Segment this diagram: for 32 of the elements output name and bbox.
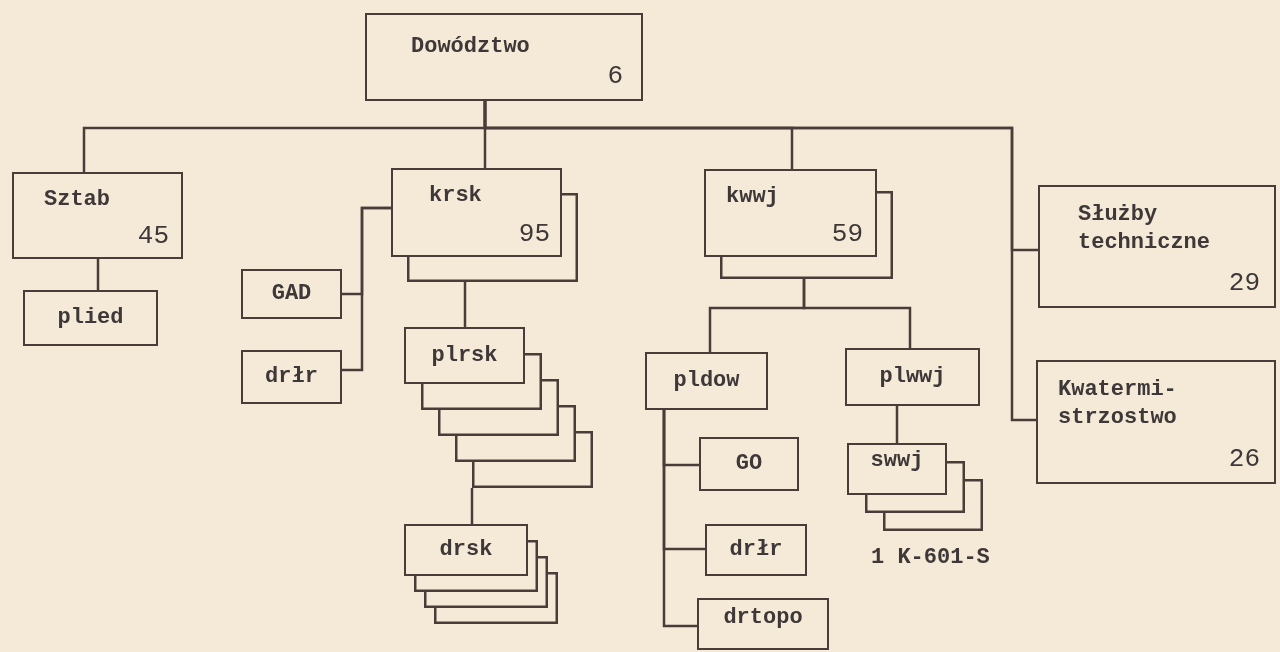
unit-name: krsk: [429, 182, 483, 210]
unit-strength: 59: [831, 220, 863, 249]
unit-name: plrsk: [431, 341, 498, 370]
unit-name: swwj: [870, 447, 924, 475]
unit-name: Dowództwo: [411, 33, 531, 61]
unit-name: plwwj: [879, 363, 946, 391]
unit-name: pldow: [673, 367, 740, 395]
unit-name: GAD: [271, 280, 312, 308]
unit-strength: 45: [137, 222, 169, 251]
unit-name: drtopo: [723, 604, 803, 632]
unit-name: drsk: [439, 536, 493, 564]
unit-strength: 6: [607, 62, 623, 91]
connector-line: [96, 259, 100, 290]
connector-line: [895, 406, 899, 443]
connector-line: [662, 410, 697, 628]
unit-name: drłr: [265, 363, 318, 391]
unit-name: Kwatermi-strzostwo: [1058, 376, 1178, 431]
unit-name: kwwj: [726, 183, 780, 211]
unit-name: plied: [57, 304, 124, 332]
unit-strength: 26: [1228, 445, 1260, 474]
unit-strength: 95: [518, 220, 550, 249]
unit-name: drłr: [729, 536, 783, 564]
unit-strength: 29: [1228, 269, 1260, 298]
equipment-note: 1 K-601-S: [871, 545, 990, 570]
unit-name: Sztab: [44, 186, 111, 214]
unit-name: Służby techniczne: [1078, 201, 1212, 256]
connector-line: [802, 279, 912, 348]
connector-line: [483, 101, 1036, 422]
connector-line: [470, 488, 474, 524]
unit-name: GO: [735, 450, 763, 478]
connector-line: [342, 206, 391, 372]
connector-line: [463, 282, 467, 327]
